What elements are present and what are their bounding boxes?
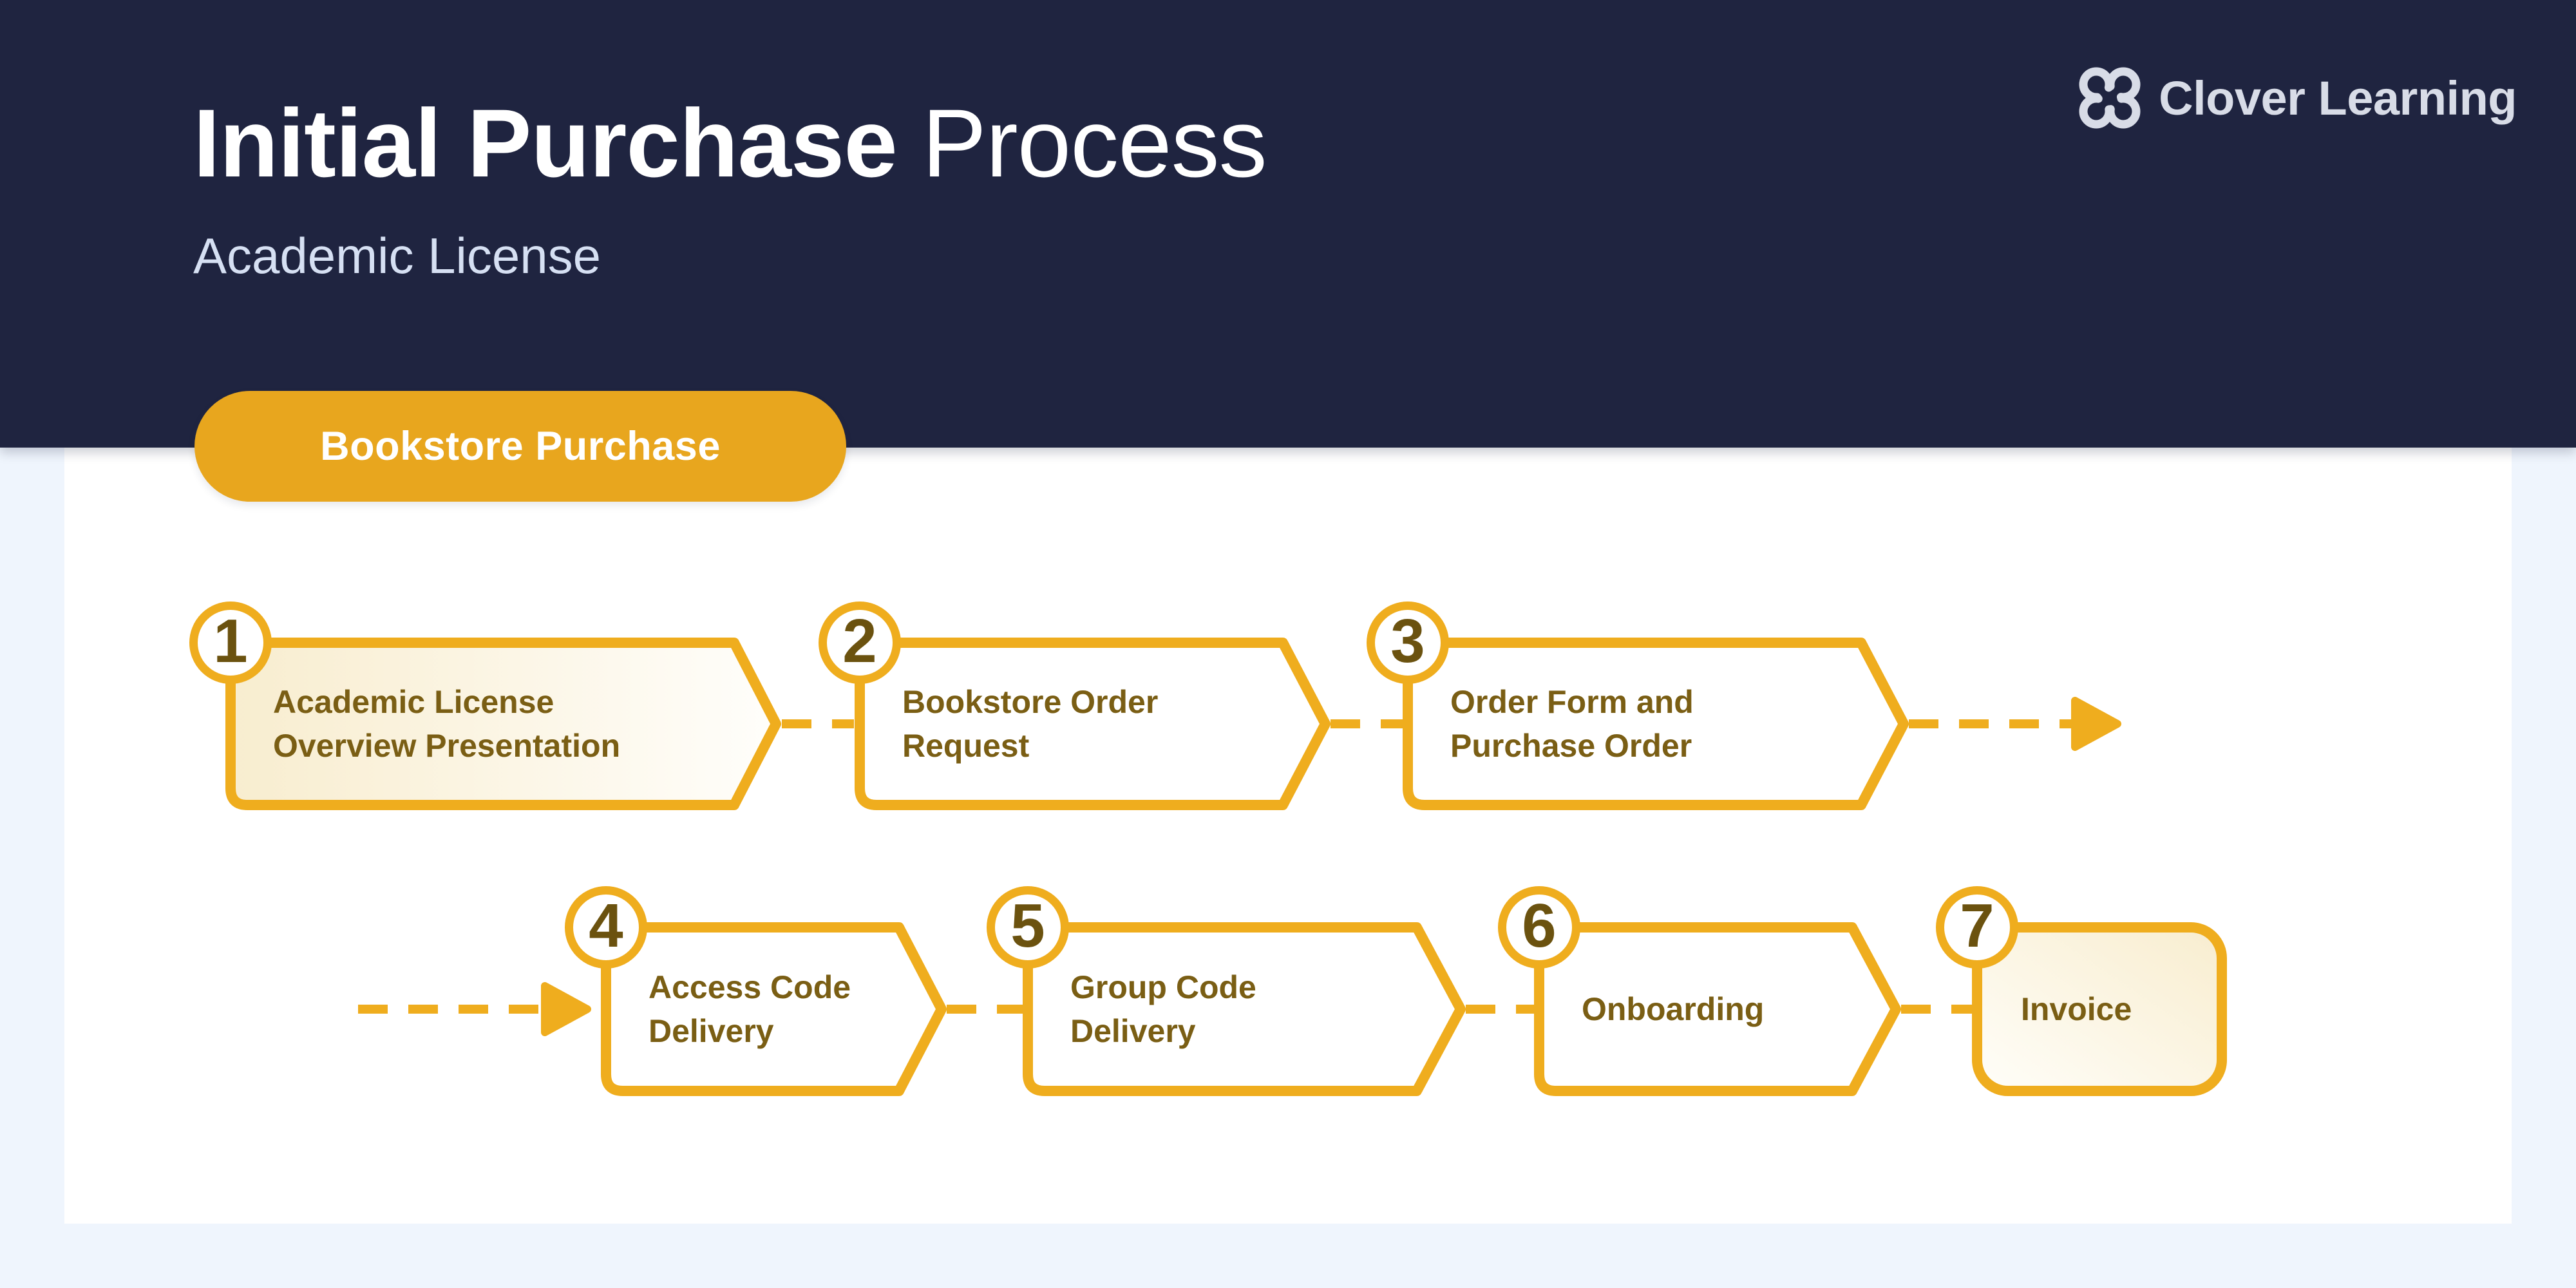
bookstore-purchase-badge-label: Bookstore Purchase xyxy=(320,424,721,469)
step-6-label-line1: Onboarding xyxy=(1582,991,1765,1027)
step-3-number: 3 xyxy=(1390,607,1425,676)
arrowhead-row2-entry-icon xyxy=(541,982,591,1036)
step-3-label-line2: Purchase Order xyxy=(1450,728,1692,764)
step-2-number: 2 xyxy=(842,607,877,676)
step-6-number: 6 xyxy=(1522,891,1557,960)
step-5-number: 5 xyxy=(1010,891,1045,960)
step-7-shape xyxy=(1972,922,2227,1096)
clover-icon xyxy=(2079,67,2141,129)
step-5-label: Group Code Delivery xyxy=(1070,927,1256,1091)
step-2-number-badge: 2 xyxy=(819,601,901,684)
step-1-label-line1: Academic License xyxy=(273,684,554,720)
step-7-label: Invoice xyxy=(2021,927,2132,1091)
step-4-label-line2: Delivery xyxy=(649,1013,774,1049)
brand-name: Clover Learning xyxy=(2159,71,2517,125)
page-title-regular: Process xyxy=(922,89,1267,197)
bookstore-purchase-badge: Bookstore Purchase xyxy=(194,391,846,502)
page-subtitle: Academic License xyxy=(193,227,601,284)
step-3-label: Order Form and Purchase Order xyxy=(1450,643,1694,805)
step-1-label: Academic License Overview Presentation xyxy=(273,643,620,805)
step-6-label: Onboarding xyxy=(1582,927,1764,1091)
step-5-number-badge: 5 xyxy=(987,886,1069,969)
step-7-number-badge: 7 xyxy=(1936,886,2018,969)
step-1-label-line2: Overview Presentation xyxy=(273,728,621,764)
brand-logo: Clover Learning xyxy=(2079,67,2517,129)
step-2-label-line1: Bookstore Order xyxy=(902,684,1159,720)
step-3-label-line1: Order Form and xyxy=(1450,684,1694,720)
step-5-label-line1: Group Code xyxy=(1070,969,1256,1005)
page-title-bold: Initial Purchase xyxy=(193,89,898,197)
step-4-label: Access Code Delivery xyxy=(649,927,851,1091)
step-7-number: 7 xyxy=(1960,891,1994,960)
step-1-number-badge: 1 xyxy=(189,601,272,684)
step-7-label-line1: Invoice xyxy=(2021,991,2132,1027)
step-4-number-badge: 4 xyxy=(565,886,647,969)
step-4-number: 4 xyxy=(589,891,623,960)
step-4-label-line1: Access Code xyxy=(649,969,851,1005)
step-2-label: Bookstore Order Request xyxy=(902,643,1158,805)
step-5-label-line2: Delivery xyxy=(1070,1013,1196,1049)
step-6-number-badge: 6 xyxy=(1498,886,1580,969)
step-3-number-badge: 3 xyxy=(1367,601,1449,684)
step-2-label-line2: Request xyxy=(902,728,1030,764)
arrowhead-row1-exit-icon xyxy=(2071,697,2121,751)
step-1-number: 1 xyxy=(213,607,248,676)
